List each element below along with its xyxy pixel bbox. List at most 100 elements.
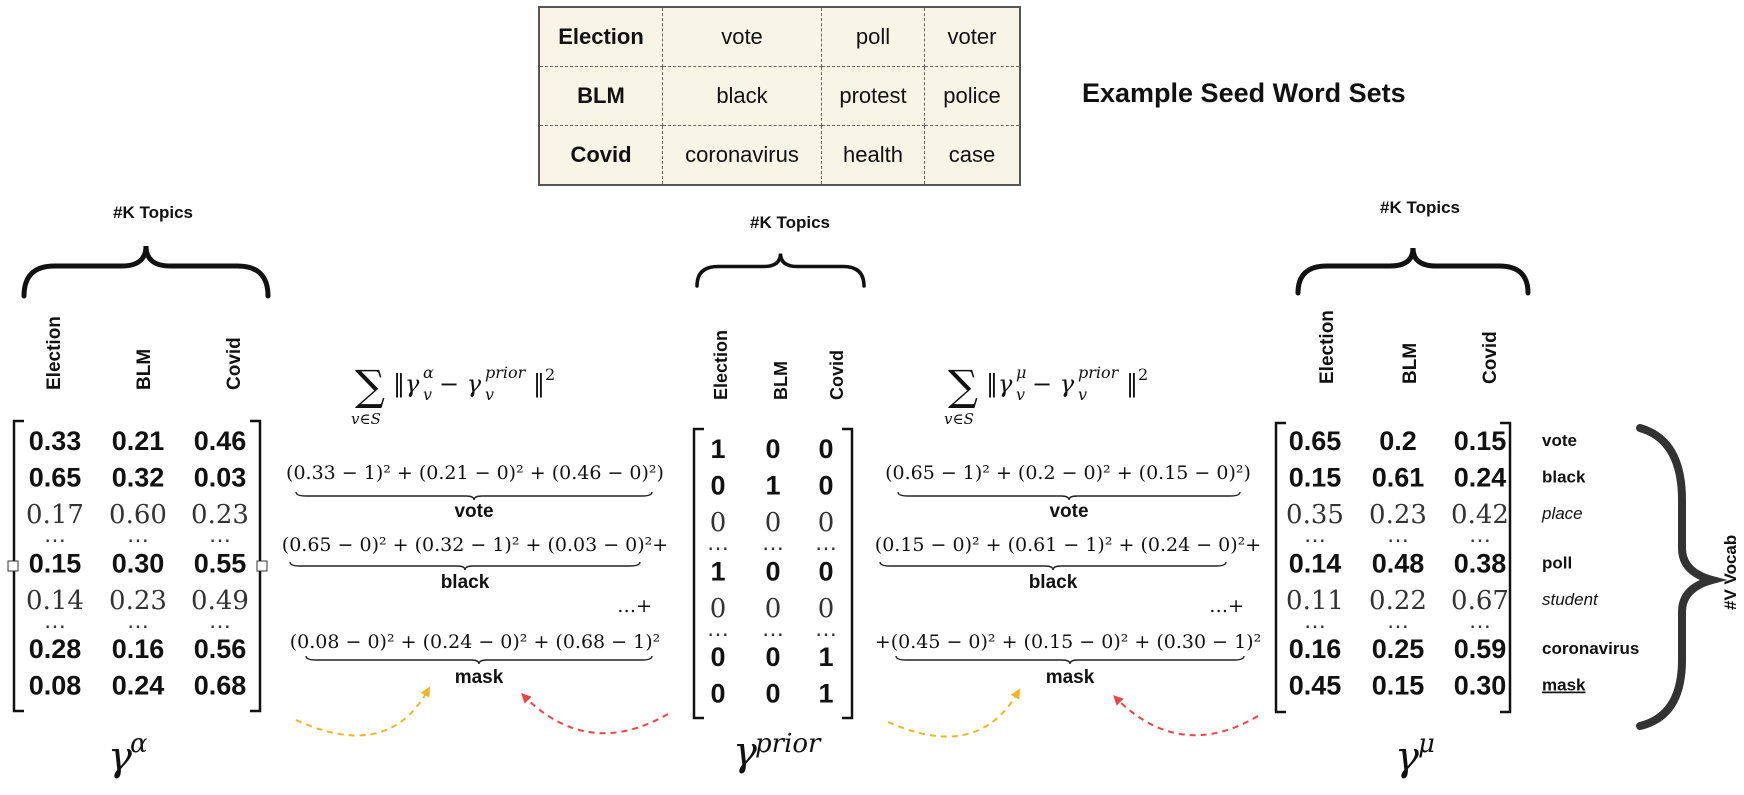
loss-mu-sup-1: μ <box>1016 363 1026 382</box>
alpha-topics-brace <box>21 245 271 299</box>
prior-left-bracket <box>692 427 704 720</box>
mu-cell: 0.15 <box>1289 463 1342 493</box>
alpha-cell: 0.30 <box>112 548 165 578</box>
prior-cell: 0 <box>710 642 725 672</box>
prior-topic-blm: BLM <box>771 361 791 400</box>
loss-mu-norm-close: ‖ <box>1126 370 1138 399</box>
loss-mu-underbrace-black <box>879 561 1227 571</box>
loss-alpha-norm-open: ‖γ <box>393 370 420 399</box>
alpha-dots: ⋯ <box>209 529 231 554</box>
loss-alpha-label-mask: mask <box>455 667 504 688</box>
prior-dots: ⋯ <box>707 537 729 562</box>
loss-alpha-underbrace-vote <box>295 491 653 501</box>
mu-cell: 0.2 <box>1379 426 1417 456</box>
alpha-cell: 0.21 <box>112 426 165 456</box>
mu-cell: 0.65 <box>1289 426 1342 456</box>
mu-cell: 0.24 <box>1454 463 1507 493</box>
prior-cell: 0 <box>818 594 835 624</box>
mu-cell: 0.45 <box>1289 671 1342 701</box>
seed-topic: Covid <box>538 125 663 186</box>
mu-topic-election: Election <box>1317 310 1338 384</box>
loss-mu-term-black: (0.15 − 0)² + (0.61 − 1)² + (0.24 − 0)²+ <box>875 534 1261 556</box>
vocab-brace <box>1636 424 1728 730</box>
loss-mu-sup-2: prior <box>1078 363 1120 382</box>
prior-right-bracket <box>842 427 854 720</box>
alpha-cell: 0.49 <box>191 586 249 616</box>
vocab-word-place: place <box>1541 504 1583 523</box>
mu-cell: 0.16 <box>1289 634 1342 664</box>
alpha-cell: 0.23 <box>109 586 167 616</box>
mu-cell: 0.67 <box>1451 586 1509 616</box>
mu-cell: 0.25 <box>1372 634 1425 664</box>
mu-cell: 0.15 <box>1454 426 1507 456</box>
gamma-prior-superscript: prior <box>755 729 822 759</box>
mu-cell: 0.59 <box>1454 634 1507 664</box>
prior-cell: 0 <box>765 434 780 464</box>
prior-cell: 0 <box>710 508 727 538</box>
seed-word: health <box>821 125 925 186</box>
prior-topics-label: #K Topics <box>750 213 830 232</box>
alpha-topic-blm: BLM <box>134 349 155 390</box>
vocab-word-poll: poll <box>1542 553 1572 572</box>
mu-cell: 0.11 <box>1286 586 1344 616</box>
alpha-cell: 0.28 <box>29 634 82 664</box>
mu-topic-covid: Covid <box>1480 331 1501 384</box>
loss-alpha-sub-1: v <box>423 385 432 404</box>
alpha-cell: 0.56 <box>194 634 247 664</box>
loss-alpha-term-vote: (0.33 − 1)² + (0.21 − 0)² + (0.46 − 0)²) <box>286 462 664 484</box>
prior-cell: 1 <box>710 556 725 586</box>
alpha-cell: 0.17 <box>26 500 84 530</box>
alpha-topic-election: Election <box>44 316 65 390</box>
alpha-cell: 0.55 <box>194 548 247 578</box>
mu-cell: 0.15 <box>1372 671 1425 701</box>
gamma-prior-label: γ <box>733 729 757 775</box>
prior-cell: 1 <box>765 471 780 501</box>
prior-cell: 0 <box>765 556 780 586</box>
loss-mu-sub-1: v <box>1016 385 1025 404</box>
prior-cell: 0 <box>710 679 725 709</box>
alpha-handle-right <box>256 560 268 572</box>
alpha-red-arrow <box>521 693 669 735</box>
loss-mu-term-vote: (0.65 − 1)² + (0.2 − 0)² + (0.15 − 0)²) <box>885 462 1251 484</box>
seed-word: police <box>924 66 1021 126</box>
mu-right-bracket <box>1500 421 1512 714</box>
mu-cell: 0.14 <box>1289 548 1342 578</box>
prior-cell: 0 <box>710 594 727 624</box>
loss-alpha-term-mask: (0.08 − 0)² + (0.24 − 0)² + (0.68 − 1)² <box>290 631 661 653</box>
gamma-alpha-label: γ <box>108 734 132 780</box>
loss-alpha-term-black: (0.65 − 0)² + (0.32 − 1)² + (0.03 − 0)²+ <box>282 534 668 556</box>
seed-word: black <box>662 66 822 126</box>
loss-alpha-label-black: black <box>441 572 490 593</box>
loss-alpha-sup-1: α <box>423 363 434 382</box>
prior-cell: 0 <box>818 471 833 501</box>
gamma-alpha-label-superscript: α <box>130 729 148 759</box>
prior-cell: 0 <box>765 642 780 672</box>
loss-alpha-underbrace-black <box>289 561 641 571</box>
mu-cell: 0.38 <box>1454 548 1507 578</box>
loss-alpha-ellipsis: …+ <box>617 595 652 617</box>
prior-cell: 1 <box>818 679 833 709</box>
prior-topic-covid: Covid <box>827 350 847 400</box>
prior-cell: 0 <box>818 434 833 464</box>
alpha-cell: 0.68 <box>194 671 247 701</box>
mu-dots: ⋯ <box>1304 529 1326 554</box>
alpha-dots: ⋯ <box>44 614 66 639</box>
alpha-cell: 0.65 <box>29 463 82 493</box>
prior-cell: 0 <box>818 508 835 538</box>
vocab-word-black: black <box>1542 468 1586 487</box>
mu-topic-blm: BLM <box>1400 343 1421 384</box>
alpha-handle-left <box>7 560 19 572</box>
mu-cell: 0.61 <box>1372 463 1425 493</box>
alpha-cell: 0.32 <box>112 463 165 493</box>
alpha-cell: 0.08 <box>29 671 82 701</box>
alpha-dots: ⋯ <box>127 529 149 554</box>
prior-dots: ⋯ <box>762 537 784 562</box>
loss-alpha-sub-2: v <box>485 385 494 404</box>
mu-cell: 0.23 <box>1369 500 1427 530</box>
mu-cell: 0.42 <box>1451 500 1509 530</box>
mu-topics-label: #K Topics <box>1380 198 1460 217</box>
prior-dots: ⋯ <box>815 537 837 562</box>
prior-cell: 1 <box>710 434 725 464</box>
